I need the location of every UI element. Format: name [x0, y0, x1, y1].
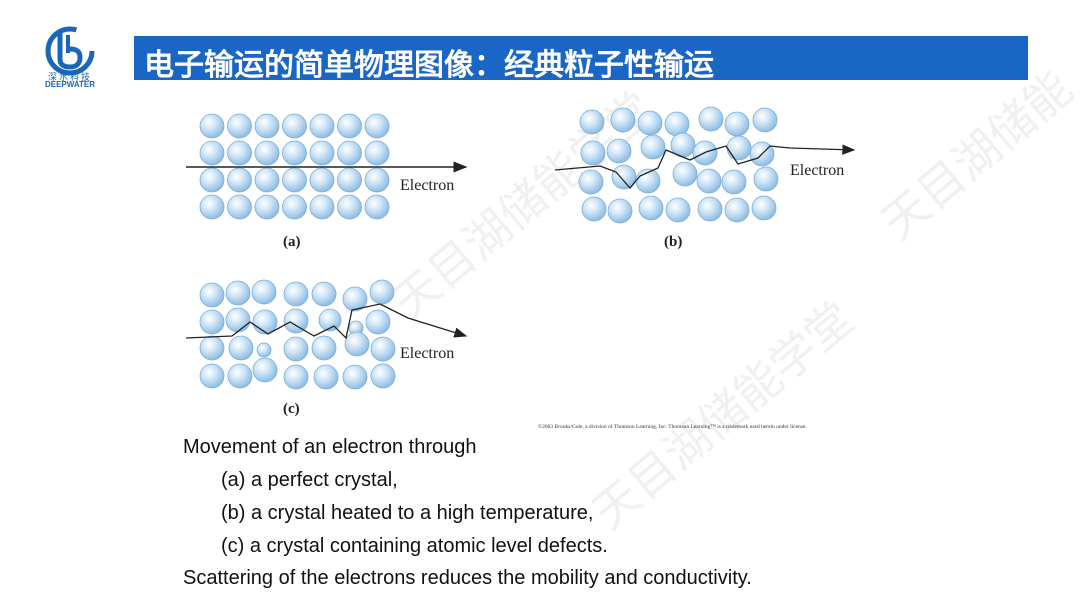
atom [310, 141, 334, 165]
atom [727, 136, 751, 160]
atom [200, 141, 224, 165]
atom [200, 336, 224, 360]
atom [283, 114, 307, 138]
atom [283, 168, 307, 192]
atom [200, 195, 224, 219]
atom [252, 280, 276, 304]
atom [283, 195, 307, 219]
atom [371, 364, 395, 388]
caption-item-b: (b) a crystal heated to a high temperatu… [221, 502, 593, 525]
atom [200, 168, 224, 192]
atom [312, 282, 336, 306]
atom [255, 195, 279, 219]
atom [725, 198, 749, 222]
atom [607, 139, 631, 163]
atom [283, 141, 307, 165]
atom [638, 111, 662, 135]
figure-copyright: ©2003 Brooks/Cole, a division of Thomson… [538, 424, 807, 430]
atom [228, 141, 252, 165]
electron-label-b: Electron [790, 162, 844, 179]
atom [255, 168, 279, 192]
atom [754, 167, 778, 191]
atom [312, 336, 336, 360]
caption-intro: Movement of an electron through [183, 436, 477, 459]
panel-label-a: (a) [283, 234, 301, 250]
atom [284, 365, 308, 389]
atom [366, 310, 390, 334]
atom [228, 114, 252, 138]
atom [725, 112, 749, 136]
atom [200, 114, 224, 138]
atom [338, 195, 362, 219]
atom [284, 282, 308, 306]
atom [752, 196, 776, 220]
atom [200, 283, 224, 307]
atom [698, 197, 722, 221]
atom [581, 141, 605, 165]
atom [314, 365, 338, 389]
panel-b-lattice [579, 107, 778, 223]
panel-label-c: (c) [283, 401, 300, 417]
atom [229, 336, 253, 360]
atom [611, 108, 635, 132]
atom [255, 141, 279, 165]
panel-c-lattice [200, 280, 395, 389]
atom [580, 110, 604, 134]
atom [310, 195, 334, 219]
atom [284, 309, 308, 333]
atom [338, 141, 362, 165]
atom [343, 365, 367, 389]
atom [673, 162, 697, 186]
atom [284, 337, 308, 361]
atom [345, 332, 369, 356]
atom [338, 114, 362, 138]
atom [697, 169, 721, 193]
atom [365, 195, 389, 219]
atom [639, 196, 663, 220]
electron-label-c: Electron [400, 345, 454, 362]
atom [255, 114, 279, 138]
atom [310, 168, 334, 192]
atom [338, 168, 362, 192]
atom [582, 197, 606, 221]
atom [200, 364, 224, 388]
atom [665, 112, 689, 136]
atom [722, 170, 746, 194]
atom [699, 107, 723, 131]
atom [371, 337, 395, 361]
atom [579, 170, 603, 194]
electron-label-a: Electron [400, 177, 454, 194]
atom [365, 141, 389, 165]
atom [370, 280, 394, 304]
atom [608, 199, 632, 223]
atom [228, 168, 252, 192]
atom [200, 310, 224, 334]
caption-conclusion: Scattering of the electrons reduces the … [183, 567, 752, 590]
atom [228, 195, 252, 219]
atom [253, 358, 277, 382]
panel-label-b: (b) [664, 234, 682, 250]
atom [228, 364, 252, 388]
caption-item-c: (c) a crystal containing atomic level de… [221, 535, 608, 558]
atom [365, 114, 389, 138]
caption-item-a: (a) a perfect crystal, [221, 469, 398, 492]
atom [365, 168, 389, 192]
atom [641, 135, 665, 159]
atom [753, 108, 777, 132]
atom [226, 281, 250, 305]
atom [666, 198, 690, 222]
atom [310, 114, 334, 138]
atom [257, 343, 271, 357]
atom [226, 308, 250, 332]
